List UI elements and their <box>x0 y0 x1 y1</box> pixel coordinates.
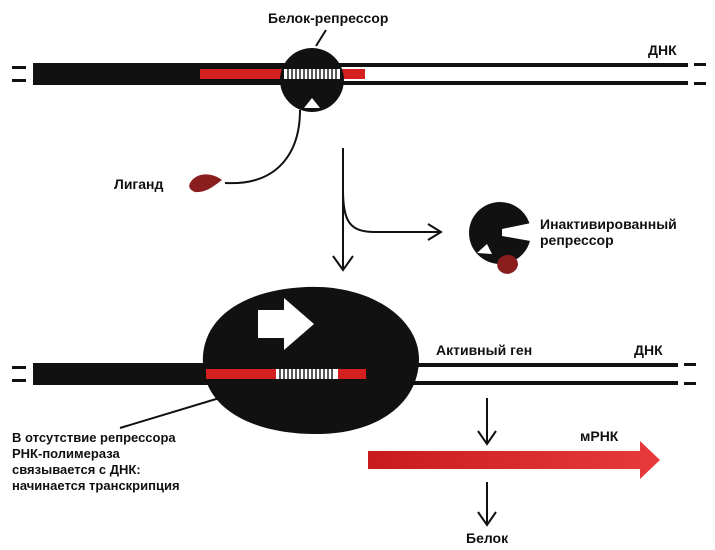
dna-top-end-right <box>694 63 706 66</box>
dna-bottom-end-left <box>12 366 26 369</box>
dna-top-strand-upper <box>283 63 688 67</box>
dna-top-end-left <box>12 66 26 69</box>
transition-arrow <box>333 148 441 270</box>
repressor-label-leader <box>316 30 326 46</box>
protein-label: Белок <box>466 530 508 546</box>
dna-top-label: ДНК <box>648 42 677 58</box>
repressor-protein-label: Белок-репрессор <box>268 10 388 26</box>
dna-bottom-label: ДНК <box>634 342 663 358</box>
dna-bottom-end-left-2 <box>12 379 26 382</box>
ligand-label: Лиганд <box>114 176 163 192</box>
inactivated-repressor <box>469 202 536 274</box>
mrna-label: мРНК <box>580 428 618 444</box>
dna-top-end-right-2 <box>694 82 706 85</box>
mrna-arrow <box>368 441 660 479</box>
dna-bottom-strand-lower <box>410 381 678 385</box>
repressor-protein <box>280 48 344 112</box>
inactivated-repressor-label: Инактивированный репрессор <box>540 216 677 248</box>
polymerase-note: В отсутствие репрессора РНК-полимераза с… <box>12 430 180 494</box>
ligand-molecule <box>189 174 222 192</box>
active-gene-label: Активный ген <box>436 342 532 358</box>
dna-bottom-end-right <box>684 363 696 366</box>
to-mrna-arrow <box>478 398 496 444</box>
ligand-binding-curve <box>225 110 300 183</box>
dna-bottom-end-right-2 <box>684 382 696 385</box>
to-protein-arrow <box>478 482 496 525</box>
dna-top <box>12 63 706 85</box>
rna-polymerase <box>203 287 419 434</box>
dna-bottom-strand-upper <box>410 363 678 367</box>
dna-top-fill <box>365 67 688 81</box>
promoter-hatch <box>276 369 338 379</box>
dna-top-end-left-2 <box>12 79 26 82</box>
